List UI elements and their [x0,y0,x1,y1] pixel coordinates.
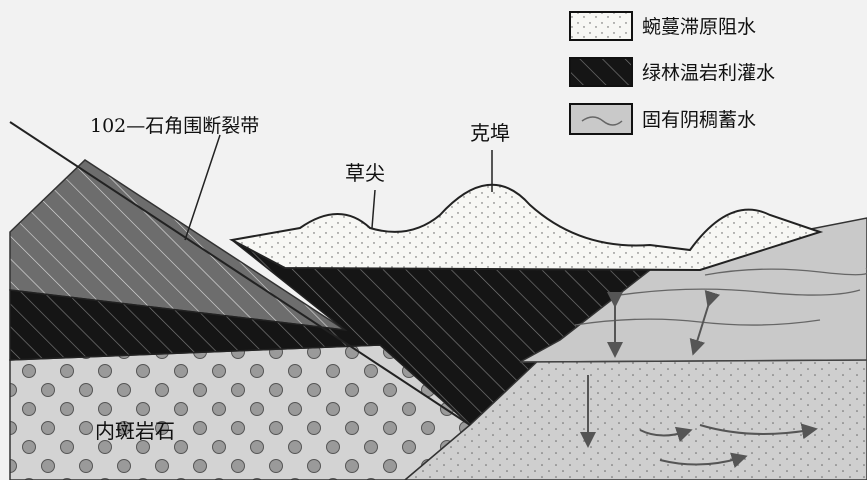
peak-right-label: 克埠 [470,121,510,145]
peak-left-label: 草尖 [345,161,385,185]
porphyry-body [10,345,470,480]
legend-label-2: 绿林温岩利灌水 [642,62,775,84]
legend-swatch-black [570,58,632,86]
porphyry-label: 内斑岩石 [95,419,175,443]
legend-label-3: 固有阴稠蓄水 [642,109,756,131]
legend: 蜿蔓滞原阻水 绿林温岩利灌水 固有阴稠蓄水 [570,12,775,134]
fault-label: 102—石角围断裂带 [90,115,259,137]
legend-swatch-dotted [570,12,632,40]
legend-label-1: 蜿蔓滞原阻水 [642,16,756,38]
dotted-white-layer [232,185,820,270]
